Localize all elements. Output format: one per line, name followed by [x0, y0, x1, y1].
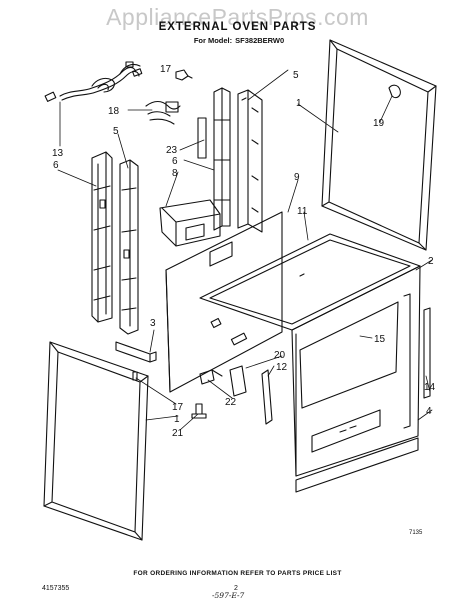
watermark: AppliancePartsPros.com: [106, 4, 369, 30]
part-8-burner-box: [159, 199, 221, 247]
part-17-connector: [175, 69, 193, 81]
part-4-kickplate: [295, 437, 419, 493]
callout-2: 2: [428, 256, 434, 267]
page-number: 2: [234, 585, 238, 592]
callout-8: 8: [172, 168, 178, 179]
part-21-leveling-leg: [191, 403, 207, 419]
callout-6-mid: 6: [172, 156, 178, 167]
illustration-code: 7135: [409, 530, 423, 536]
rear-frame-rails: [197, 87, 263, 233]
part-9-back-panel: [165, 211, 283, 393]
callout-20: 20: [274, 350, 286, 361]
callout-17: 17: [160, 64, 172, 75]
callout-12: 12: [276, 362, 288, 373]
callout-21: 21: [172, 428, 184, 439]
callout-15: 17: [172, 402, 184, 413]
callout-1-top: 1: [296, 98, 302, 109]
callout-5-left: 5: [113, 126, 119, 137]
leader-lines: [57, 69, 433, 431]
callout-13: 14: [424, 382, 436, 393]
callout-22: 22: [225, 397, 237, 408]
part-12-bracket: [261, 369, 273, 425]
wire-harness: [44, 61, 143, 102]
right-side-panel: [321, 39, 437, 251]
callout-labels: 17 18 5 1 19 5 23 6 8 13 6 9 11 2 15 3 2…: [52, 64, 436, 439]
callout-5-top: 5: [293, 70, 299, 81]
part-15-screw: [132, 371, 138, 381]
model-line: For Model:SF382BERW0: [0, 36, 475, 45]
part-18-wire-clip: [145, 100, 181, 125]
callout-14: 15: [374, 334, 386, 345]
left-side-frame: [91, 151, 139, 335]
part-number: 4157355: [42, 585, 70, 592]
model-prefix: For Model:: [193, 36, 233, 45]
part-22-hinge: [199, 369, 223, 385]
callout-6-left: 6: [53, 160, 59, 171]
left-door-panel: [43, 341, 149, 541]
model-number: SF382BERW0: [235, 36, 285, 45]
callout-10: 11: [297, 206, 308, 217]
part-13-strip: [423, 307, 431, 399]
callout-11: 13: [52, 148, 64, 159]
callout-3: 3: [150, 318, 156, 329]
diagram-title: EXTERNAL OVEN PARTS: [158, 21, 317, 33]
oven-front-frame: [291, 265, 421, 477]
callout-9: 9: [294, 172, 300, 183]
callout-4: 4: [426, 406, 432, 417]
callout-1-bottom: 1: [174, 414, 180, 425]
handwritten-note: -597-E-7: [212, 591, 245, 600]
part-3-rail: [115, 341, 157, 363]
ordering-info-note: FOR ORDERING INFORMATION REFER TO PARTS …: [133, 570, 342, 577]
callout-19: 19: [373, 118, 385, 129]
callout-23: 23: [166, 145, 178, 156]
callout-18: 18: [108, 106, 120, 117]
part-20-bracket: [229, 365, 247, 397]
